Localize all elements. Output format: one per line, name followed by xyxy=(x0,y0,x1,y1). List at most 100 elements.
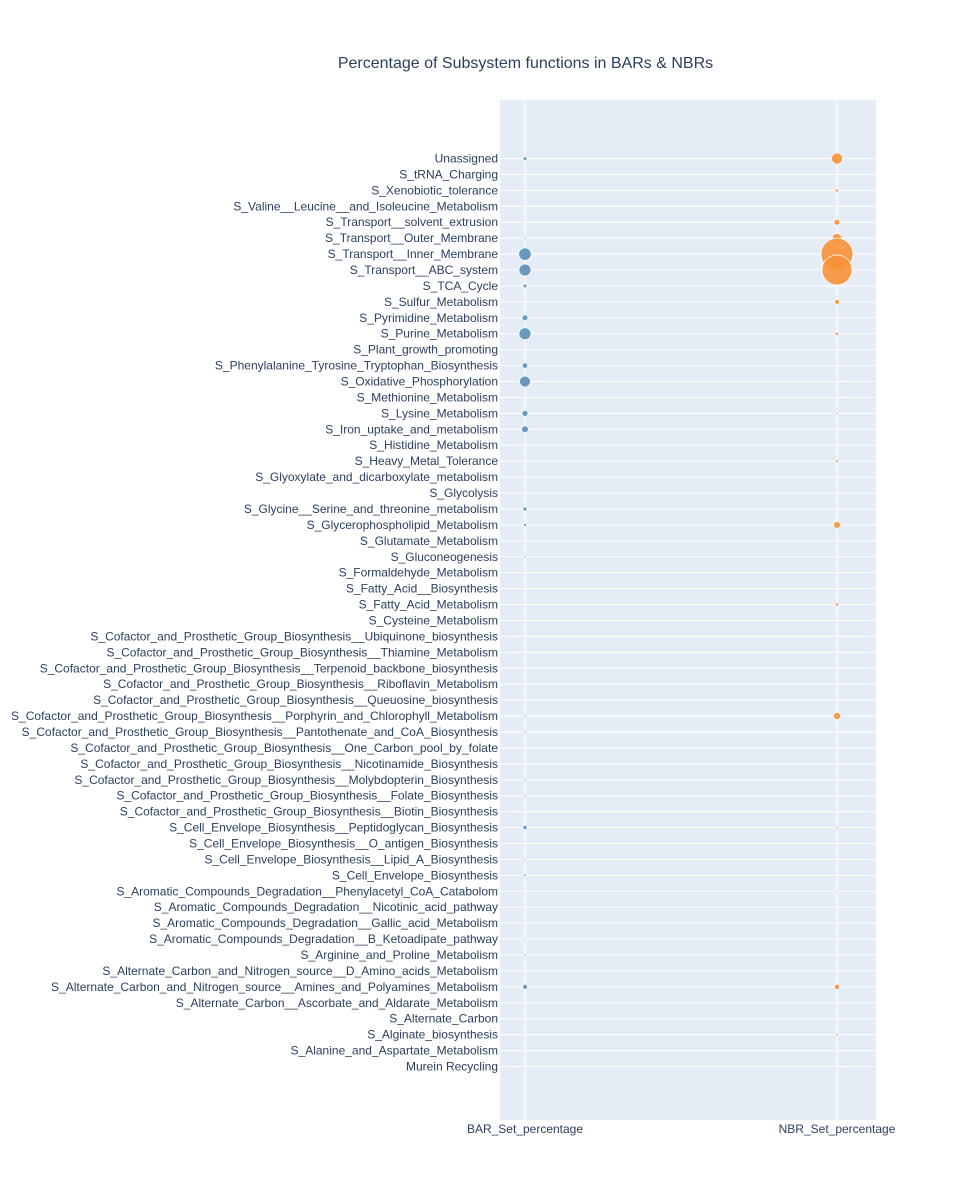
y-tick-label: S_Aromatic_Compounds_Degradation__Gallic… xyxy=(152,916,498,930)
data-point xyxy=(522,983,528,990)
data-point xyxy=(834,331,840,336)
y-tick-label: S_Cofactor_and_Prosthetic_Group_Biosynth… xyxy=(22,725,498,739)
y-tick-label: S_Glycerophospholipid_Metabolism xyxy=(307,518,498,532)
y-tick-label: S_Alternate_Carbon__Ascorbate_and_Aldara… xyxy=(176,996,498,1010)
data-point xyxy=(835,1032,839,1037)
y-tick-label: S_Transport__Inner_Membrane xyxy=(328,247,499,261)
y-tick-label: S_Cofactor_and_Prosthetic_Group_Biosynth… xyxy=(11,709,498,723)
data-point xyxy=(834,298,840,305)
y-tick-label: S_Purine_Metabolism xyxy=(381,327,498,341)
data-point xyxy=(835,411,839,415)
data-point xyxy=(521,362,529,369)
data-point xyxy=(522,506,528,512)
data-point xyxy=(522,283,528,289)
y-tick-label: S_Arginine_and_Proline_Metabolism xyxy=(301,948,498,962)
y-tick-label: S_Cofactor_and_Prosthetic_Group_Biosynth… xyxy=(93,693,498,707)
y-tick-label: S_Transport__ABC_system xyxy=(350,263,498,277)
gridlines xyxy=(500,100,876,1120)
y-tick-label: S_Alginate_biosynthesis xyxy=(367,1028,498,1042)
data-point xyxy=(521,409,529,417)
y-tick-label: S_Alternate_Carbon_and_Nitrogen_source__… xyxy=(102,964,498,978)
y-tick-label: S_Methionine_Metabolism xyxy=(357,390,498,404)
y-tick-label: Murein Recycling xyxy=(406,1060,498,1074)
y-tick-label: S_Oxidative_Phosphorylation xyxy=(341,375,498,389)
y-axis-labels: UnassignedS_tRNA_ChargingS_Xenobiotic_to… xyxy=(11,152,498,1074)
data-point xyxy=(832,711,842,721)
y-tick-label: S_Fatty_Acid__Biosynthesis xyxy=(346,582,498,596)
y-tick-label: S_Transport__solvent_extrusion xyxy=(326,215,498,229)
data-point xyxy=(833,983,841,990)
y-tick-label: S_Histidine_Metabolism xyxy=(369,438,498,452)
data-point xyxy=(834,188,840,193)
data-point xyxy=(523,714,527,718)
data-point xyxy=(522,156,528,161)
data-point xyxy=(821,254,853,286)
y-tick-label: S_Glutamate_Metabolism xyxy=(360,534,498,548)
data-point xyxy=(523,778,527,782)
y-tick-label: S_Pyrimidine_Metabolism xyxy=(359,311,498,325)
data-point xyxy=(523,953,527,957)
chart-title: Percentage of Subsystem functions in BAR… xyxy=(337,55,714,72)
y-tick-label: S_Xenobiotic_tolerance xyxy=(371,183,498,197)
data-point xyxy=(523,555,527,559)
data-point xyxy=(523,937,527,941)
y-tick-label: S_Lysine_Metabolism xyxy=(381,406,498,420)
data-point xyxy=(523,236,527,240)
y-tick-label: S_Cell_Envelope_Biosynthesis__Peptidogly… xyxy=(169,821,498,835)
y-tick-label: S_Glycine__Serine_and_threonine_metaboli… xyxy=(244,502,498,516)
data-point xyxy=(835,889,839,893)
data-point xyxy=(523,730,527,734)
y-tick-label: S_TCA_Cycle xyxy=(423,279,499,293)
y-tick-label: S_Sulfur_Metabolism xyxy=(384,295,498,309)
y-tick-label: S_Aromatic_Compounds_Degradation__Nicoti… xyxy=(154,900,498,914)
x-tick-label: NBR_Set_percentage xyxy=(779,1122,896,1136)
plot-background xyxy=(500,100,876,1120)
y-tick-label: S_Formaldehyde_Metabolism xyxy=(339,566,498,580)
y-tick-label: S_Fatty_Acid_Metabolism xyxy=(359,598,498,612)
y-tick-label: S_Cofactor_and_Prosthetic_Group_Biosynth… xyxy=(116,789,498,803)
y-tick-label: S_Cysteine_Metabolism xyxy=(369,613,498,627)
y-tick-label: S_Cell_Envelope_Biosynthesis xyxy=(332,868,498,882)
y-tick-label: S_Cofactor_and_Prosthetic_Group_Biosynth… xyxy=(80,757,498,771)
y-tick-label: S_Plant_growth_promoting xyxy=(353,343,498,357)
data-point xyxy=(835,825,839,830)
data-point xyxy=(521,314,529,322)
data-point xyxy=(834,602,840,607)
y-tick-label: S_Cofactor_and_Prosthetic_Group_Biosynth… xyxy=(74,773,498,787)
y-tick-label: S_Cofactor_and_Prosthetic_Group_Biosynth… xyxy=(40,661,498,675)
data-point xyxy=(519,375,531,388)
y-tick-label: S_Valine__Leucine__and_Isoleucine_Metabo… xyxy=(233,199,498,213)
y-tick-label: S_Glyoxylate_and_dicarboxylate_metabolis… xyxy=(255,470,498,484)
y-tick-label: S_Aromatic_Compounds_Degradation__B_Keto… xyxy=(149,932,498,946)
data-point xyxy=(830,152,844,165)
y-tick-label: S_Iron_uptake_and_metabolism xyxy=(325,422,498,436)
y-tick-label: S_Cofactor_and_Prosthetic_Group_Biosynth… xyxy=(120,805,498,819)
y-tick-label: S_Cofactor_and_Prosthetic_Group_Biosynth… xyxy=(106,645,498,659)
y-tick-label: S_Transport__Outer_Membrane xyxy=(325,231,498,245)
y-tick-label: S_Phenylalanine_Tyrosine_Tryptophan_Bios… xyxy=(215,359,498,373)
data-point xyxy=(523,794,527,798)
x-tick-label: BAR_Set_percentage xyxy=(467,1122,583,1136)
data-point xyxy=(833,521,841,529)
y-tick-label: S_Alternate_Carbon_and_Nitrogen_source__… xyxy=(51,980,498,994)
y-tick-label: S_Cell_Envelope_Biosynthesis__Lipid_A_Bi… xyxy=(204,852,498,866)
data-point xyxy=(523,522,527,527)
y-tick-label: S_Aromatic_Compounds_Degradation__Phenyl… xyxy=(116,884,498,898)
data-point xyxy=(523,858,527,861)
y-tick-label: S_Alanine_and_Aspartate_Metabolism xyxy=(291,1044,498,1058)
data-point xyxy=(518,263,532,277)
y-tick-label: S_Cofactor_and_Prosthetic_Group_Biosynth… xyxy=(70,741,498,755)
y-tick-label: S_Cofactor_and_Prosthetic_Group_Biosynth… xyxy=(90,629,498,643)
y-tick-label: Unassigned xyxy=(435,152,498,166)
data-point xyxy=(522,824,528,831)
data-point xyxy=(521,425,529,434)
y-tick-label: S_Alternate_Carbon xyxy=(389,1012,498,1026)
y-tick-label: S_Gluconeogenesis xyxy=(391,550,498,564)
y-tick-label: S_Heavy_Metal_Tolerance xyxy=(355,454,499,468)
data-point xyxy=(518,247,532,261)
y-tick-label: S_Cell_Envelope_Biosynthesis__O_antigen_… xyxy=(189,836,498,850)
data-markers xyxy=(518,152,854,1037)
data-point xyxy=(523,873,527,878)
y-tick-label: S_tRNA_Charging xyxy=(399,167,498,181)
